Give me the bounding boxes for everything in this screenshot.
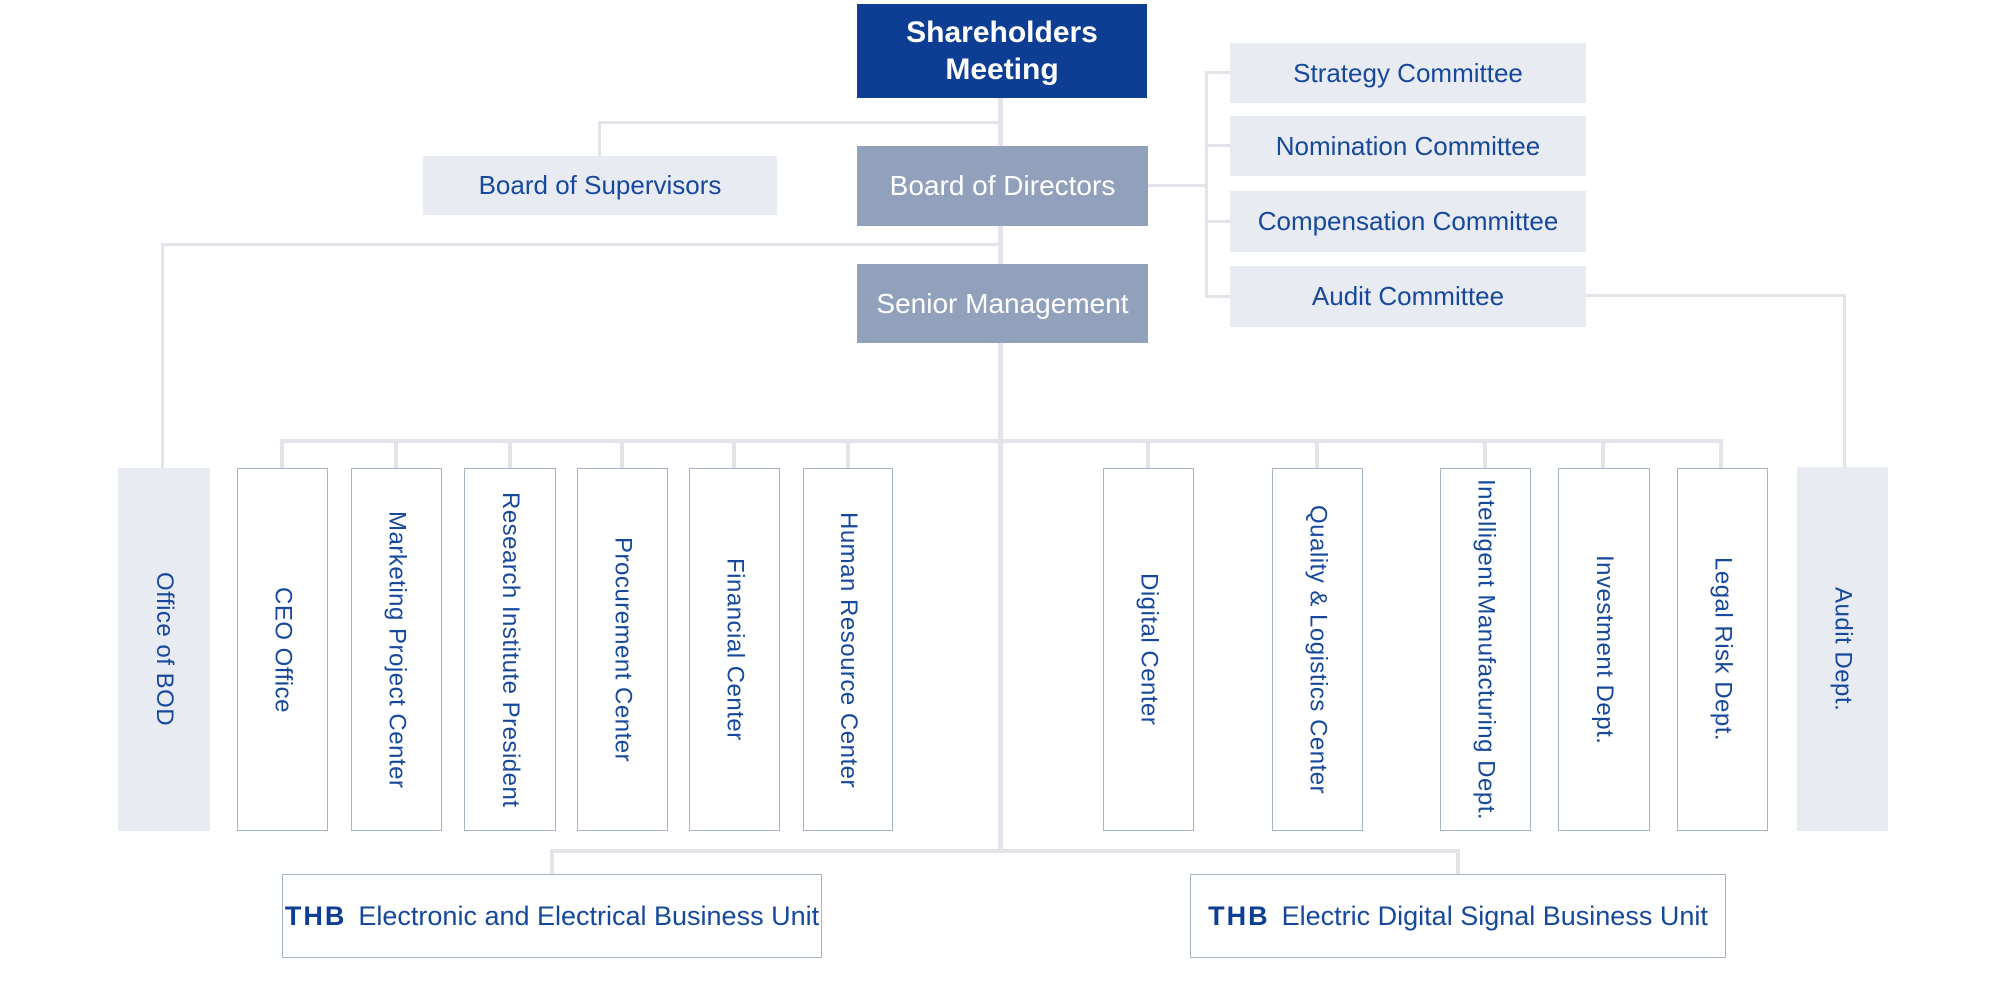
node-label: Shareholders Meeting bbox=[906, 15, 1098, 87]
thb-brand-logo: THB bbox=[284, 900, 347, 931]
connector-line bbox=[1719, 439, 1723, 468]
node-label: Office of BOD bbox=[151, 572, 178, 727]
node-label: Audit Committee bbox=[1311, 281, 1505, 311]
node-audit-committee: Audit Committee bbox=[1230, 266, 1586, 327]
node-label: Electronic and Electrical Business Unit bbox=[358, 900, 820, 931]
node-label: Senior Management bbox=[876, 287, 1129, 319]
connector-line bbox=[394, 439, 398, 468]
node-digital-center: Digital Center bbox=[1103, 468, 1194, 831]
connector-line bbox=[598, 121, 1001, 124]
node-label: Financial Center bbox=[721, 558, 749, 741]
node-label: CEO Office bbox=[269, 586, 297, 713]
node-research-institute-president: Research Institute President bbox=[464, 468, 556, 831]
connector-line bbox=[550, 849, 1460, 853]
node-marketing-project-center: Marketing Project Center bbox=[351, 468, 442, 831]
node-label: Marketing Project Center bbox=[383, 510, 411, 789]
node-board-of-supervisors: Board of Supervisors bbox=[423, 156, 777, 215]
node-office-of-bod: Office of BOD bbox=[118, 468, 210, 831]
connector-line bbox=[1456, 849, 1460, 874]
connector-line bbox=[1843, 294, 1846, 467]
connector-line bbox=[1205, 295, 1230, 298]
node-label: Board of Supervisors bbox=[478, 170, 722, 200]
node-label: Quality & Logistics Center bbox=[1304, 504, 1332, 795]
connector-line bbox=[1205, 71, 1230, 74]
node-intelligent-manufacturing-dept: Intelligent Manufacturing Dept. bbox=[1440, 468, 1531, 831]
node-investment-dept: Investment Dept. bbox=[1558, 468, 1650, 831]
node-procurement-center: Procurement Center bbox=[577, 468, 668, 831]
node-label: Nomination Committee bbox=[1275, 130, 1541, 161]
node-strategy-committee: Strategy Committee bbox=[1230, 43, 1586, 103]
node-ceo-office: CEO Office bbox=[237, 468, 328, 831]
node-label: Board of Directors bbox=[889, 170, 1116, 201]
node-business-unit-electric-digital-signal: THB Electric Digital Signal Business Uni… bbox=[1190, 874, 1726, 958]
thb-brand-logo: THB bbox=[1208, 900, 1270, 931]
connector-line bbox=[1205, 220, 1230, 223]
node-label: Electric Digital Signal Business Unit bbox=[1281, 900, 1708, 931]
node-human-resource-center: Human Resource Center bbox=[803, 468, 893, 831]
connector-line bbox=[161, 243, 1001, 246]
connector-line bbox=[1205, 71, 1208, 298]
connector-line bbox=[998, 343, 1003, 851]
node-board-of-directors: Board of Directors bbox=[857, 146, 1148, 226]
connector-line bbox=[280, 439, 1723, 443]
node-label: Legal Risk Dept. bbox=[1709, 557, 1737, 742]
connector-line bbox=[161, 243, 164, 468]
node-quality-logistics-center: Quality & Logistics Center bbox=[1272, 468, 1363, 831]
connector-line bbox=[732, 439, 736, 468]
connector-line bbox=[508, 439, 512, 468]
connector-line bbox=[1601, 439, 1605, 468]
connector-line bbox=[1205, 144, 1230, 147]
connector-line bbox=[1148, 184, 1208, 187]
node-label: Intelligent Manufacturing Dept. bbox=[1472, 478, 1500, 821]
node-audit-dept: Audit Dept. bbox=[1797, 467, 1888, 831]
node-shareholders-meeting: Shareholders Meeting bbox=[857, 4, 1147, 98]
node-nomination-committee: Nomination Committee bbox=[1230, 116, 1586, 176]
node-label: Audit Dept. bbox=[1829, 586, 1857, 712]
node-label: Compensation Committee bbox=[1257, 206, 1559, 236]
connector-line bbox=[280, 439, 284, 468]
connector-line bbox=[1483, 439, 1487, 468]
node-label: Research Institute President bbox=[497, 491, 524, 808]
node-label: Procurement Center bbox=[609, 536, 637, 763]
node-label: Digital Center bbox=[1135, 573, 1163, 726]
node-compensation-committee: Compensation Committee bbox=[1230, 191, 1586, 252]
node-financial-center: Financial Center bbox=[689, 468, 780, 831]
connector-line bbox=[620, 439, 624, 468]
node-label: Strategy Committee bbox=[1293, 57, 1523, 88]
node-label: Investment Dept. bbox=[1591, 554, 1618, 745]
node-senior-management: Senior Management bbox=[857, 264, 1148, 343]
connector-line bbox=[1586, 294, 1846, 297]
node-label: Human Resource Center bbox=[835, 511, 862, 788]
node-business-unit-electronic-electrical: THB Electronic and Electrical Business U… bbox=[282, 874, 822, 958]
connector-line bbox=[1146, 439, 1150, 468]
connector-line bbox=[550, 849, 554, 874]
connector-line bbox=[846, 439, 850, 468]
node-legal-risk-dept: Legal Risk Dept. bbox=[1677, 468, 1768, 831]
connector-line bbox=[1315, 439, 1319, 468]
connector-line bbox=[598, 121, 601, 156]
